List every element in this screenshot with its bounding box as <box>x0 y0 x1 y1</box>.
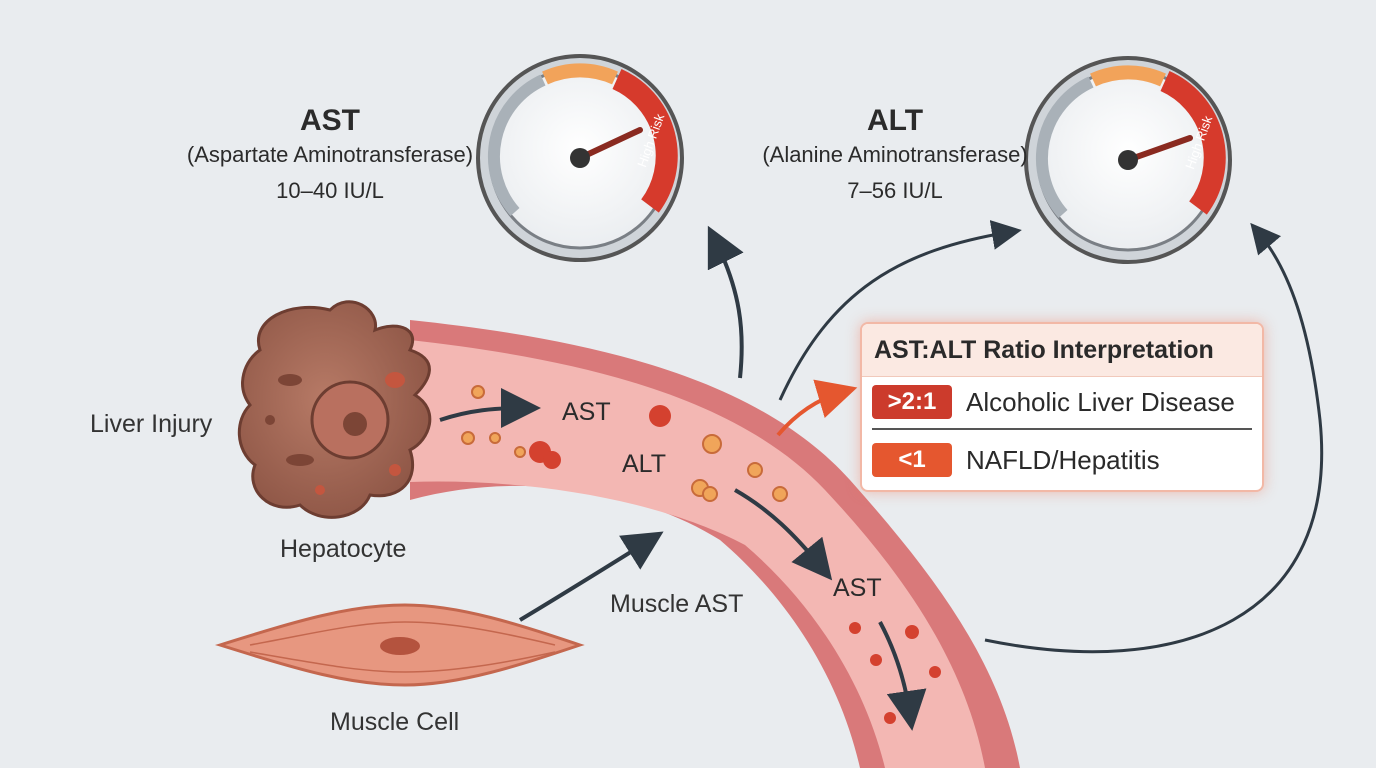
muscle-cell-shape <box>214 603 585 687</box>
ast-full-name: (Aspartate Aminotransferase) <box>186 142 474 167</box>
alt-full-name: (Alanine Aminotransferase) <box>762 142 1028 167</box>
flow-arrow-ast-out <box>439 388 541 429</box>
ast-title: AST <box>300 104 360 137</box>
alt-gauge <box>1024 56 1232 264</box>
ast-gauge <box>476 54 684 262</box>
blood-vessel-lumen <box>410 340 985 768</box>
ratio-card-title: AST:ALT Ratio Interpretation <box>862 324 1262 377</box>
arrow-to-ast-gauge <box>707 225 744 379</box>
hepatocyte-cell <box>237 300 432 519</box>
hepatocyte-label: Hepatocyte <box>280 535 407 563</box>
arrow-to-alt-gauge <box>778 220 1022 401</box>
muscle-cell-label: Muscle Cell <box>330 708 460 736</box>
flow-arrow-downstream <box>734 488 833 581</box>
ratio-row-nafld: <1 NAFLD/Hepatitis <box>872 440 1160 480</box>
ast-flow-label-lower: AST <box>833 574 882 602</box>
alt-flow-label: ALT <box>622 450 666 478</box>
muscle-ast-label: Muscle AST <box>610 590 744 618</box>
ratio-card-divider <box>872 428 1252 430</box>
ratio-badge-gt-2-1: >2:1 <box>872 385 952 419</box>
arrow-muscle-to-vessel <box>518 531 664 622</box>
liver-injury-label: Liver Injury <box>90 410 213 438</box>
ast-flow-label: AST <box>562 398 611 426</box>
alt-title: ALT <box>866 104 924 137</box>
alt-range: 7–56 IU/L <box>847 178 943 203</box>
ratio-row-text-alcoholic: Alcoholic Liver Disease <box>966 386 1235 417</box>
ast-range: 10–40 IU/L <box>276 178 384 203</box>
arrow-loop-to-alt-gauge <box>984 222 1324 654</box>
ratio-badge-lt-1: <1 <box>872 443 952 477</box>
ratio-row-alcoholic: >2:1 Alcoholic Liver Disease <box>872 382 1235 422</box>
ratio-row-text-nafld: NAFLD/Hepatitis <box>966 444 1160 475</box>
enzyme-particles <box>461 385 941 724</box>
ratio-interpretation-card: AST:ALT Ratio Interpretation >2:1 Alcoho… <box>860 322 1264 492</box>
arrow-to-ratio-card <box>776 379 858 437</box>
flow-arrow-lower <box>878 621 927 731</box>
